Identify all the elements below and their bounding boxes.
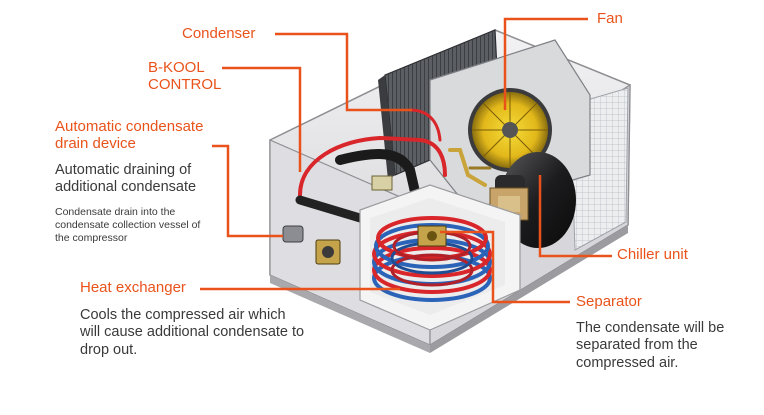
- label-condenser: Condenser: [182, 25, 256, 42]
- label-heat-exchanger: Heat exchanger: [80, 279, 186, 296]
- heat-exchanger-coils: [372, 216, 492, 302]
- desc-heat-exchanger: Cools the compressed air which will caus…: [80, 307, 305, 358]
- label-chiller-unit: Chiller unit: [617, 246, 688, 263]
- label-auto-drain: Automatic condensate drain device: [55, 118, 204, 152]
- leader-drain: [212, 144, 283, 238]
- leader-separator: [440, 230, 570, 304]
- label-separator: Separator: [576, 293, 642, 310]
- desc-separator: The condensate will be separated from th…: [576, 320, 725, 371]
- leader-fan: [503, 17, 588, 110]
- leader-chiller: [538, 175, 612, 258]
- leader-lines: [200, 17, 612, 304]
- label-bkool-control: B-KOOL CONTROL: [148, 59, 222, 93]
- leader-bkool: [222, 66, 302, 172]
- desc-auto-drain: Automatic draining of additional condens…: [55, 162, 197, 196]
- leader-condenser: [275, 32, 412, 112]
- note-auto-drain: Condensate drain into the condensate col…: [55, 206, 201, 245]
- label-fan: Fan: [597, 10, 623, 27]
- drain-device: [282, 175, 393, 265]
